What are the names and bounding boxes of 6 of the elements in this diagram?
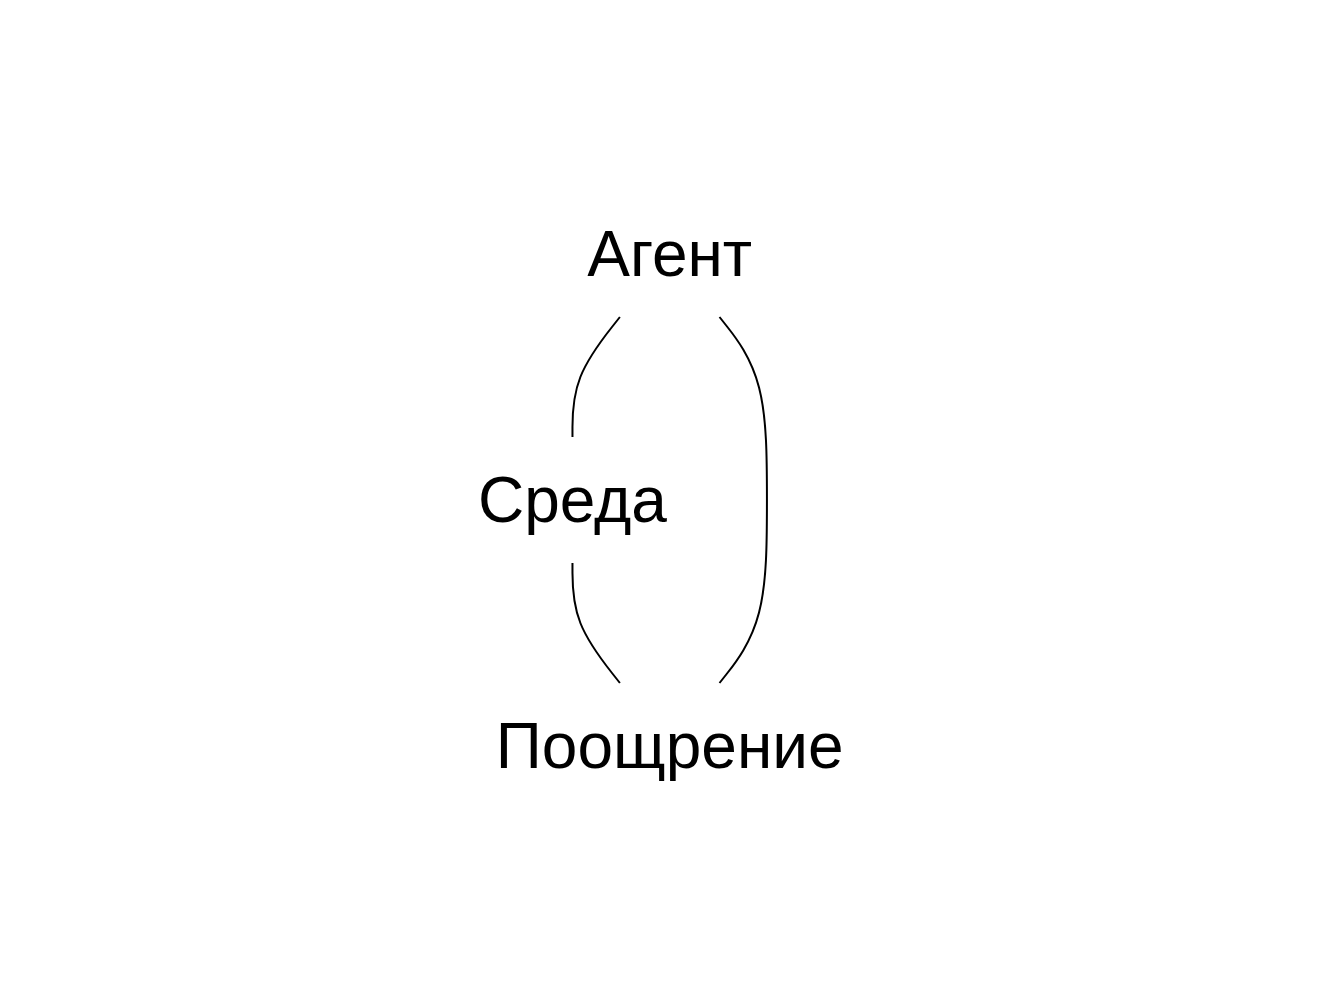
node-text: Агент xyxy=(587,217,753,290)
connector xyxy=(718,315,769,684)
node-text: Поощрение xyxy=(496,709,844,782)
node-text: Среда xyxy=(478,463,668,536)
connector xyxy=(571,561,622,684)
connector xyxy=(571,315,622,438)
